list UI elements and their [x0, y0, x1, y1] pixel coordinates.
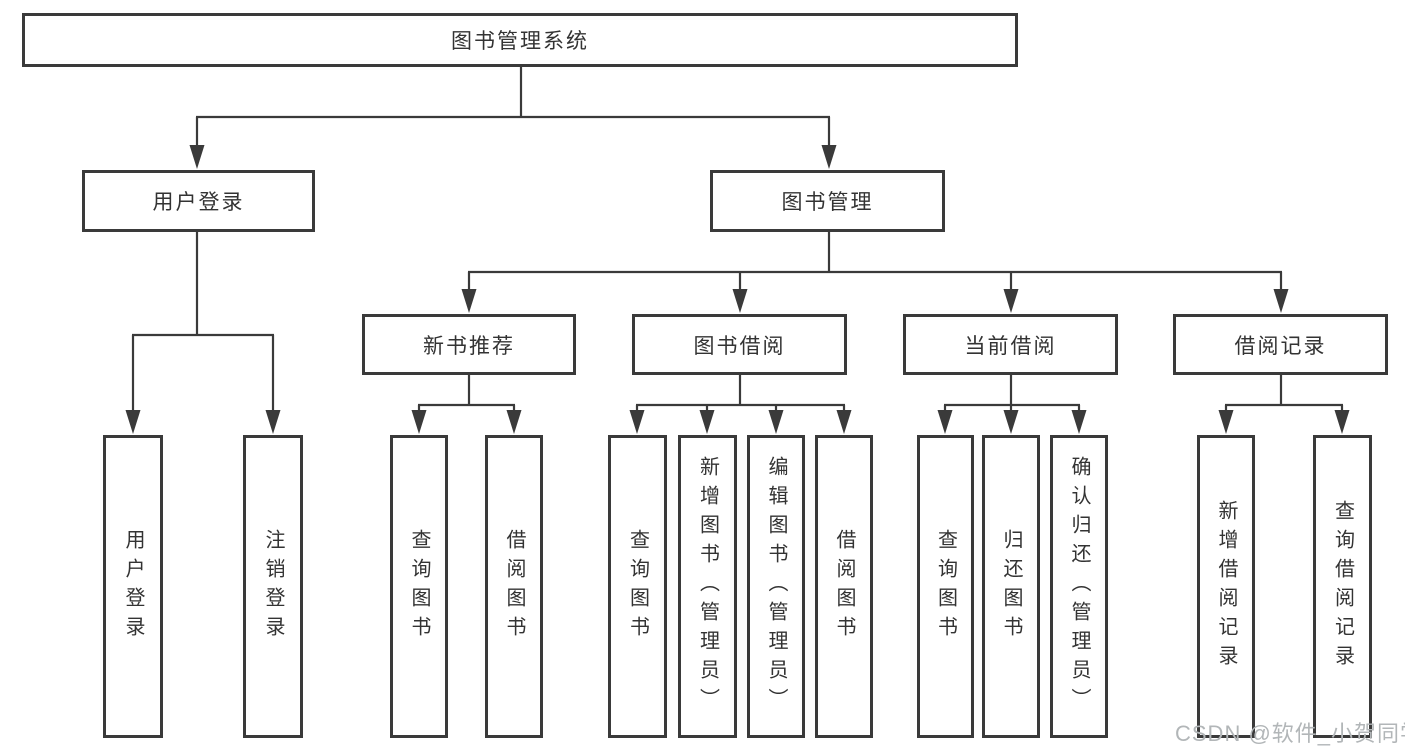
- node-user-login: 用户登录: [82, 170, 315, 232]
- edge-currentborrow-to-leaves: [943, 375, 1081, 413]
- leaf-borrow-books: 借阅图书: [815, 435, 873, 738]
- leaf-add-book-admin: 新增图书（管理员）: [678, 435, 737, 738]
- edge-bookborrow-to-leaves: [635, 375, 846, 413]
- leaf-query-books-current: 查询图书: [917, 435, 974, 738]
- leaf-edit-book-admin: 编辑图书（管理员）: [747, 435, 805, 738]
- leaf-confirm-return-admin: 确认归还（管理员）: [1050, 435, 1108, 738]
- edge-newbookrec-to-leaves: [417, 375, 516, 413]
- leaf-query-books-recommendation: 查询图书: [390, 435, 448, 738]
- edge-bookmgmt-to-level3: [467, 232, 1283, 291]
- leaf-user-login: 用户登录: [103, 435, 163, 738]
- node-current-borrowing: 当前借阅: [903, 314, 1118, 375]
- edge-root-to-level2: [195, 67, 831, 147]
- node-book-borrowing: 图书借阅: [632, 314, 847, 375]
- leaf-return-books: 归还图书: [982, 435, 1040, 738]
- node-new-book-recommendation: 新书推荐: [362, 314, 576, 375]
- leaf-borrow-books-recommendation: 借阅图书: [485, 435, 543, 738]
- leaf-logout: 注销登录: [243, 435, 303, 738]
- edge-userlogin-to-leaves: [131, 232, 275, 412]
- edge-borrowrecord-to-leaves: [1224, 375, 1344, 413]
- leaf-add-borrow-record: 新增借阅记录: [1197, 435, 1255, 738]
- leaf-query-borrow-record: 查询借阅记录: [1313, 435, 1372, 738]
- csdn-watermark: CSDN @软件_小贺同学: [1175, 721, 1405, 746]
- leaf-query-books-borrowing: 查询图书: [608, 435, 667, 738]
- node-book-management: 图书管理: [710, 170, 945, 232]
- node-borrowing-records: 借阅记录: [1173, 314, 1388, 375]
- node-root-system: 图书管理系统: [22, 13, 1018, 67]
